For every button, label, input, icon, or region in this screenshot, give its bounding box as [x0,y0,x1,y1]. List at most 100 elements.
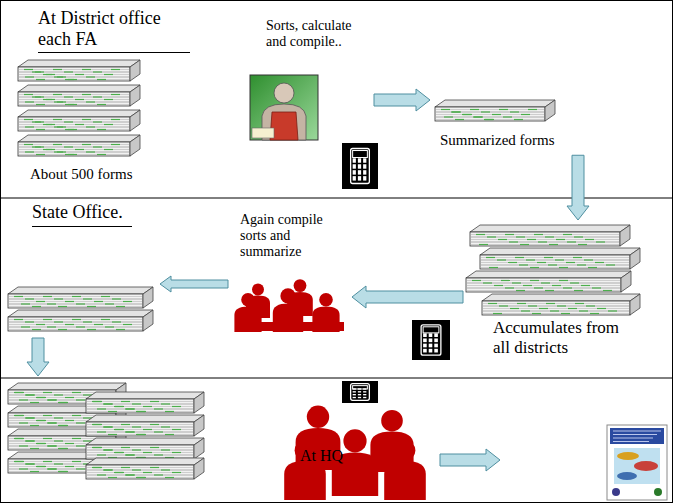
green-mark [54,440,63,441]
green-mark [584,259,593,260]
green-mark [137,411,146,412]
pile-front [86,445,194,459]
green-mark [72,415,81,416]
sheet-edge [9,324,142,325]
green-mark [492,114,501,115]
green-mark [43,124,52,125]
green-mark [557,305,566,306]
green-mark [47,445,56,446]
green-mark [53,94,62,95]
sheet-edge [87,475,193,476]
sheet-edge [87,409,193,410]
green-mark [512,282,521,283]
calculator-icon [412,320,450,360]
green-mark [132,403,141,404]
green-mark [36,397,45,398]
green-mark [105,303,114,304]
green-mark [14,296,23,297]
green-mark [65,466,74,467]
step-label: About 500 forms [30,166,158,183]
green-mark [132,449,141,450]
flow-arrow [440,449,500,471]
sheet-edge [467,280,620,281]
green-mark [493,313,502,314]
green-mark [82,119,91,120]
sheet-edge [483,308,629,309]
green-mark [25,440,34,441]
pile-top [480,248,640,255]
calculator-ground [342,381,378,403]
green-mark [517,303,526,304]
silhouette-head [294,279,307,292]
green-mark [36,443,45,444]
pile-front [18,92,130,106]
green-mark [451,111,460,112]
green-mark [76,422,85,423]
sheet-edge [19,152,129,153]
green-mark [54,394,63,395]
green-mark [14,415,23,416]
green-mark [48,445,57,446]
green-mark [82,69,91,70]
green-mark [595,262,604,263]
form-pile [435,100,555,121]
green-mark [15,438,24,439]
pile-front [466,278,621,292]
form-pile [86,458,204,479]
green-mark [566,262,575,263]
green-mark [574,236,583,237]
sheet-edge [483,311,629,312]
green-mark [150,424,159,425]
sheet-edge [87,424,193,425]
step-label: Again compile sorts and summarize [240,212,340,260]
green-mark [72,461,81,462]
green-mark [36,104,45,105]
sheet-edge [481,260,629,261]
pile-side [630,294,640,315]
green-mark [65,324,74,325]
green-mark [559,280,568,281]
team-step: At HQ [283,405,428,497]
green-mark [15,415,24,416]
green-mark [586,305,595,306]
green-mark [534,287,543,288]
green-mark [97,154,106,155]
green-mark [53,69,62,70]
green-mark [114,406,123,407]
calculator-display [423,327,439,333]
green-mark [463,114,472,115]
green-mark [103,449,112,450]
pile-side [194,458,204,479]
green-mark [136,477,145,478]
pile-side [130,60,140,81]
calculator-key [429,333,433,337]
calculator-key [423,349,427,353]
sheet-edge [19,102,129,103]
form-pile [470,225,630,246]
green-mark [161,426,170,427]
pile-side [194,415,204,436]
form-pile [480,248,640,269]
sheet-edge [9,304,142,305]
calculator-key [423,344,427,348]
pile-front [435,107,545,121]
pile-top [86,392,204,399]
calculator-display [353,151,368,158]
sheet-edge [471,244,619,245]
green-mark [54,298,63,299]
calculator-key [358,170,361,174]
green-mark [21,326,30,327]
green-mark [165,434,174,435]
green-mark [14,392,23,393]
green-mark [563,287,572,288]
green-mark [25,394,34,395]
green-mark [555,259,564,260]
team-step: Again compile sorts and summarize [232,208,350,333]
sheet-edge [9,329,142,330]
green-mark [111,94,120,95]
green-mark [103,426,112,427]
